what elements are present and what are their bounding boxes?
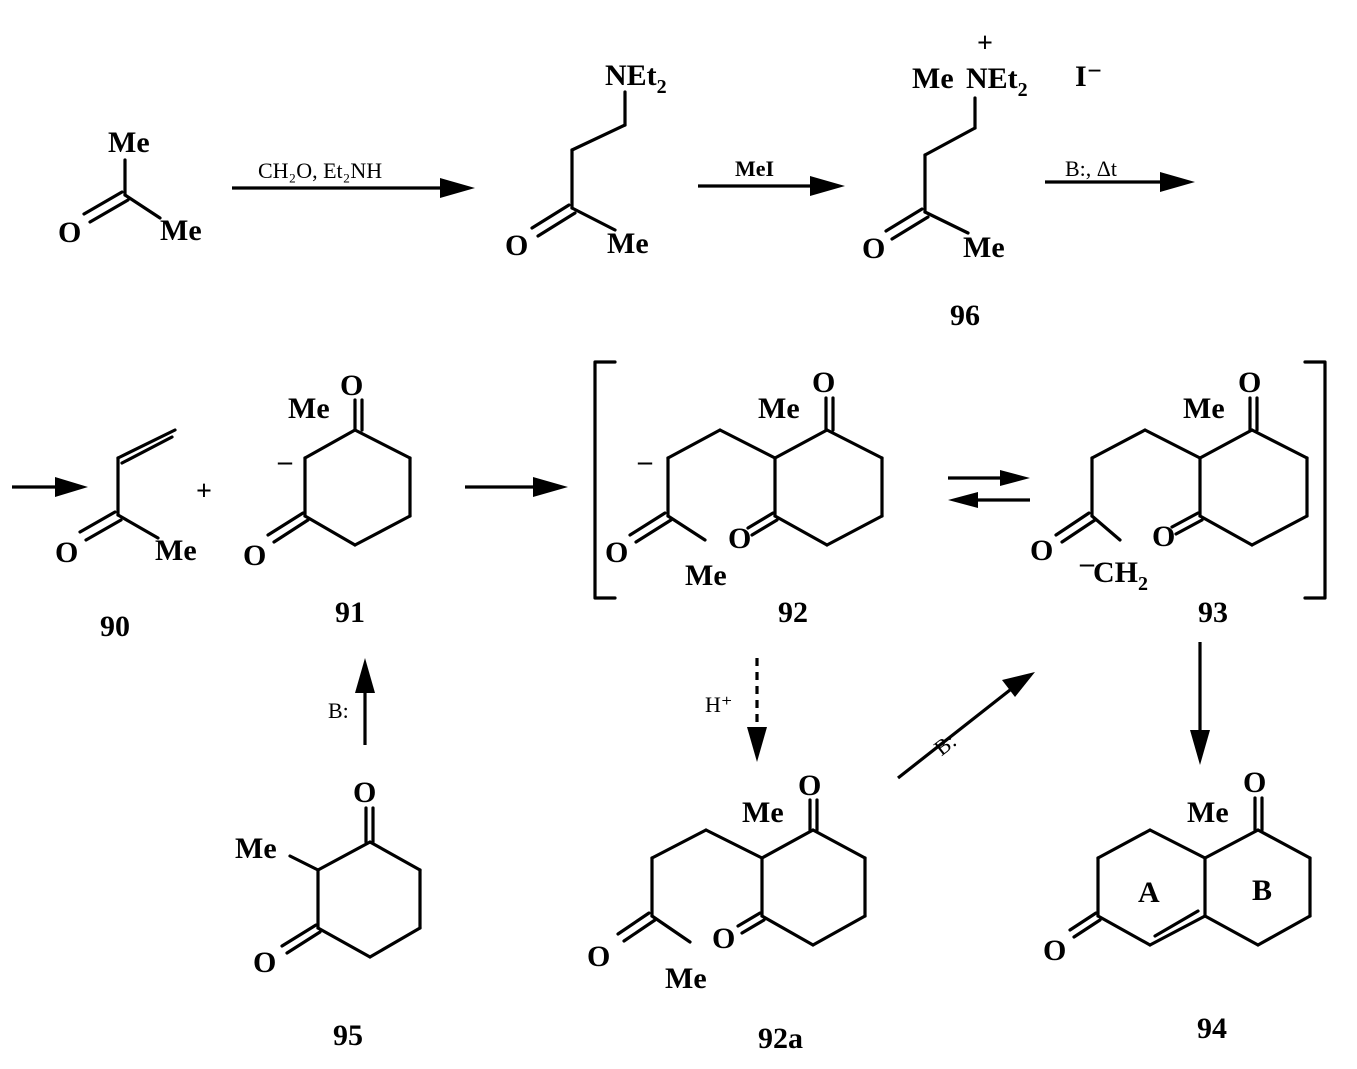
michael-addition-arrow [465, 477, 568, 497]
atom-o: O [58, 216, 81, 249]
compound-92a-structure: O Me O O Me 92a [587, 769, 867, 1055]
compound-label: 93 [1198, 596, 1228, 629]
atom-o: O [587, 940, 610, 973]
atom-me: Me [963, 231, 1005, 264]
compound-label: 92 [778, 596, 808, 629]
atom-o: O [1243, 766, 1266, 799]
atom-o: O [340, 369, 363, 402]
atom-o: O [605, 536, 628, 569]
atom-o: O [505, 229, 528, 262]
elimination-arrow: B:, Δt [1045, 156, 1195, 192]
atom-me: Me [665, 962, 707, 995]
negative-charge: – [1079, 548, 1095, 579]
protonation-arrow: H⁺ [705, 658, 767, 762]
compound-label: 91 [335, 596, 365, 629]
atom-o: O [862, 232, 885, 265]
atom-me: Me [108, 126, 150, 159]
compound-label: 94 [1197, 1012, 1227, 1045]
ring-b-label: B [1252, 874, 1272, 907]
negative-charge: – [277, 446, 293, 477]
elimination-reagent: B:, Δt [1065, 156, 1117, 181]
plus-sign: + [196, 476, 212, 507]
atom-o: O [712, 922, 735, 955]
compound-91-structure: O Me – O 91 [243, 369, 412, 629]
atom-o: O [243, 539, 266, 572]
deprotonation-reagent: B: [328, 698, 349, 723]
mannich-reagent: CH₂O, Et₂NH [258, 158, 382, 183]
mannich-arrow: CH₂O, Et₂NH [232, 158, 475, 198]
compound-92-structure: O Me O – O Me 92 [605, 366, 884, 629]
compound-90-structure: O Me 90 [55, 428, 197, 643]
atom-o: O [253, 946, 276, 979]
compound-label: 90 [100, 610, 130, 643]
atom-o: O [812, 366, 835, 399]
methylation-reagent: MeI [735, 156, 774, 181]
bracket-right [1303, 360, 1327, 600]
atom-me: Me [160, 214, 202, 247]
atom-net: NEt2 [966, 62, 1028, 101]
equilibrium-arrows [948, 470, 1030, 508]
compound-93-structure: O Me O O – CH2 93 [1030, 366, 1309, 629]
deprotonation-arrow: B: [328, 658, 375, 745]
atom-ch2: CH2 [1093, 556, 1148, 595]
atom-nme: NEt2 [605, 59, 667, 98]
atom-me: Me [1187, 796, 1229, 829]
atom-me: Me [758, 392, 800, 425]
atom-me: Me [742, 796, 784, 829]
atom-o: O [353, 776, 376, 809]
atom-o: O [1043, 934, 1066, 967]
atom-me: Me [912, 62, 954, 95]
atom-o: O [728, 522, 751, 555]
iodide: I⁻ [1075, 60, 1103, 93]
enolization-arrow: B: [897, 672, 1035, 780]
atom-me: Me [1183, 392, 1225, 425]
ring-a-label: A [1138, 876, 1160, 909]
atom-o: O [55, 536, 78, 569]
atom-me: Me [235, 832, 277, 865]
aldol-arrow [1190, 642, 1210, 765]
mannich-base-structure: NEt2 O Me [505, 59, 667, 262]
compound-label: 96 [950, 299, 980, 332]
protonation-reagent: H⁺ [705, 692, 733, 717]
positive-charge: + [977, 28, 993, 59]
compound-label: 95 [333, 1019, 363, 1052]
atom-o: O [1030, 534, 1053, 567]
atom-me: Me [288, 392, 330, 425]
compound-94-structure: O Me O A B 94 [1043, 766, 1312, 1045]
atom-me: Me [155, 534, 197, 567]
atom-o: O [1238, 366, 1261, 399]
compound-label: 92a [758, 1022, 803, 1055]
atom-me: Me [685, 559, 727, 592]
negative-charge: – [637, 446, 653, 477]
atom-o: O [1152, 520, 1175, 553]
compound-95-structure: O Me O 95 [235, 776, 422, 1052]
atom-o: O [798, 769, 821, 802]
methylation-arrow: MeI [698, 156, 845, 196]
atom-me: Me [607, 227, 649, 260]
continuation-arrow [12, 477, 88, 497]
acetone-structure: Me Me O [58, 126, 202, 249]
bracket-left [593, 360, 617, 600]
compound-96-structure: + Me NEt2 I⁻ O Me 96 [862, 28, 1103, 332]
